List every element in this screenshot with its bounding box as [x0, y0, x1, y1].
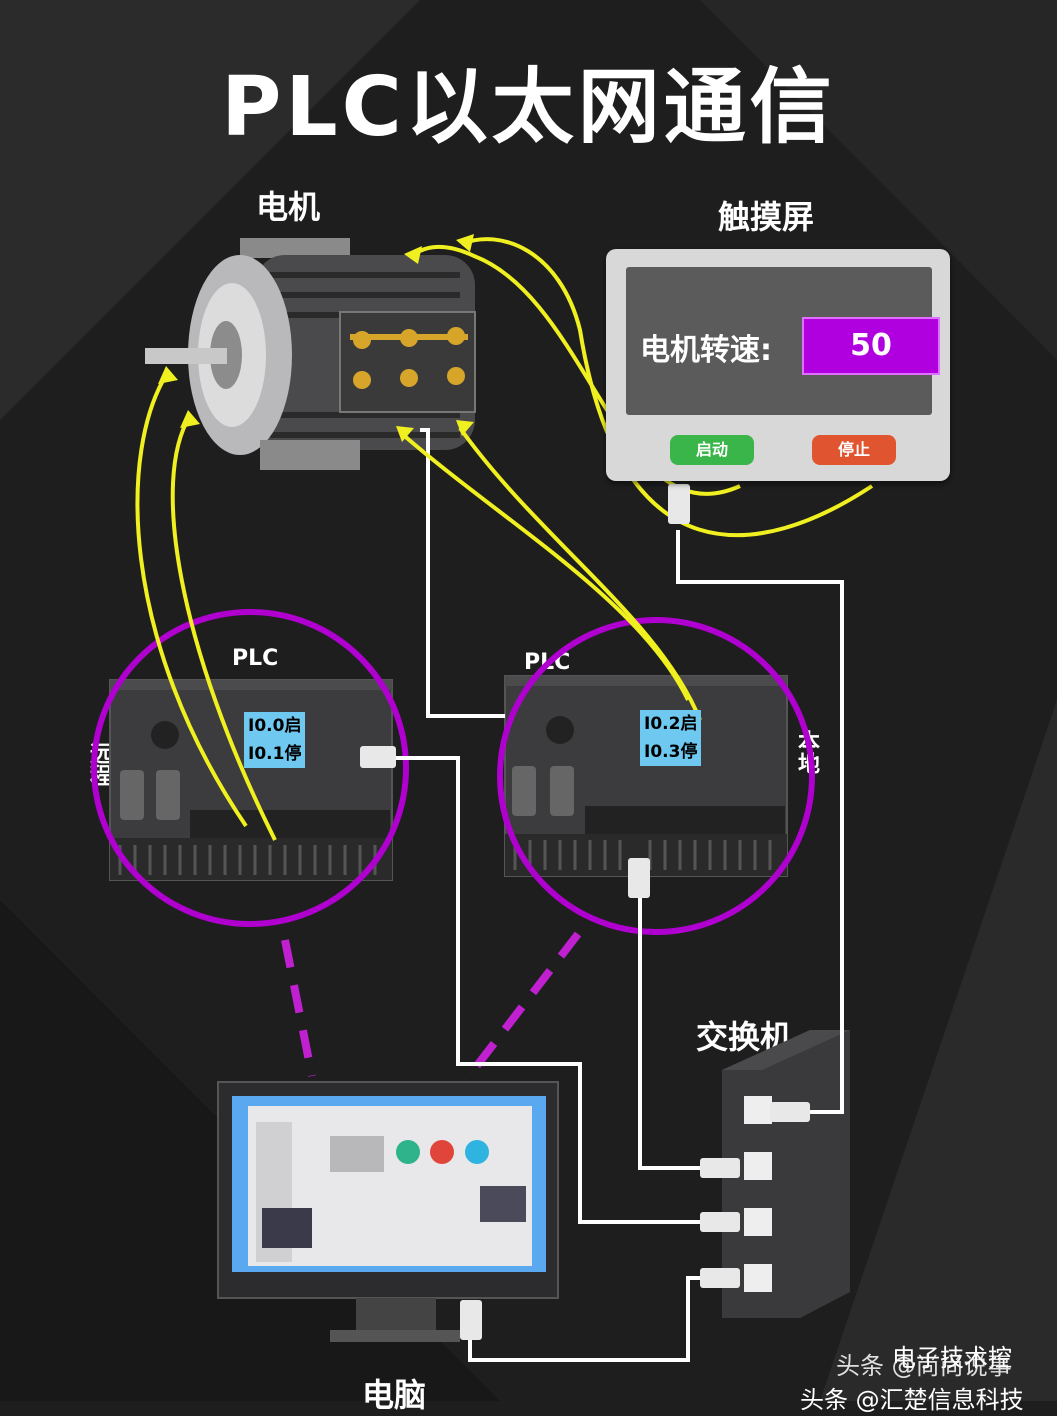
motor-speed-label: 电机转速: — [640, 333, 772, 368]
start-button[interactable]: 启动 — [670, 435, 754, 465]
watermark-line2: 头条 @尚尚说事 — [836, 1352, 1012, 1380]
stop-button[interactable]: 停止 — [812, 435, 896, 465]
plc-right-io-start: I0.2启 — [640, 710, 702, 738]
watermark-line3: 头条 @汇楚信息科技 — [800, 1386, 1024, 1414]
rj45-connectors — [360, 484, 810, 1340]
touchscreen-display: 电机转速: 50 — [626, 267, 940, 415]
motor-speed-value[interactable]: 50 — [802, 317, 940, 375]
plc-left-highlight-circle — [91, 609, 409, 927]
motor-label: 电机 — [256, 188, 321, 226]
plc-right-illustration — [504, 675, 788, 877]
plc-right-io-stop: I0.3停 — [640, 738, 702, 766]
plc-left-io-panel: I0.0启 I0.1停 — [244, 712, 306, 768]
plc-left-illustration — [109, 679, 393, 881]
watermark-line1: 电子技术控 — [892, 1344, 1012, 1372]
switch-illustration — [722, 1030, 850, 1318]
motor-illustration — [145, 238, 476, 470]
plc-left-io-start: I0.0启 — [244, 712, 306, 740]
page-title: PLC以太网通信 — [221, 60, 836, 155]
plc-right-highlight-circle — [497, 617, 815, 935]
remote-label: 远程 — [86, 742, 111, 786]
signal-arrowheads — [158, 234, 474, 442]
dashed-link-right — [462, 931, 582, 1083]
computer-illustration — [217, 1081, 559, 1342]
touchscreen-panel: 电机转速: 50 启动 停止 — [606, 249, 950, 481]
plc-left-io-stop: I0.1停 — [244, 740, 306, 768]
touchscreen-label: 触摸屏 — [718, 198, 815, 236]
dashed-link-left — [281, 939, 316, 1077]
plc-left-label: PLC — [232, 646, 279, 671]
plc-right-io-panel: I0.2启 I0.3停 — [640, 710, 702, 766]
